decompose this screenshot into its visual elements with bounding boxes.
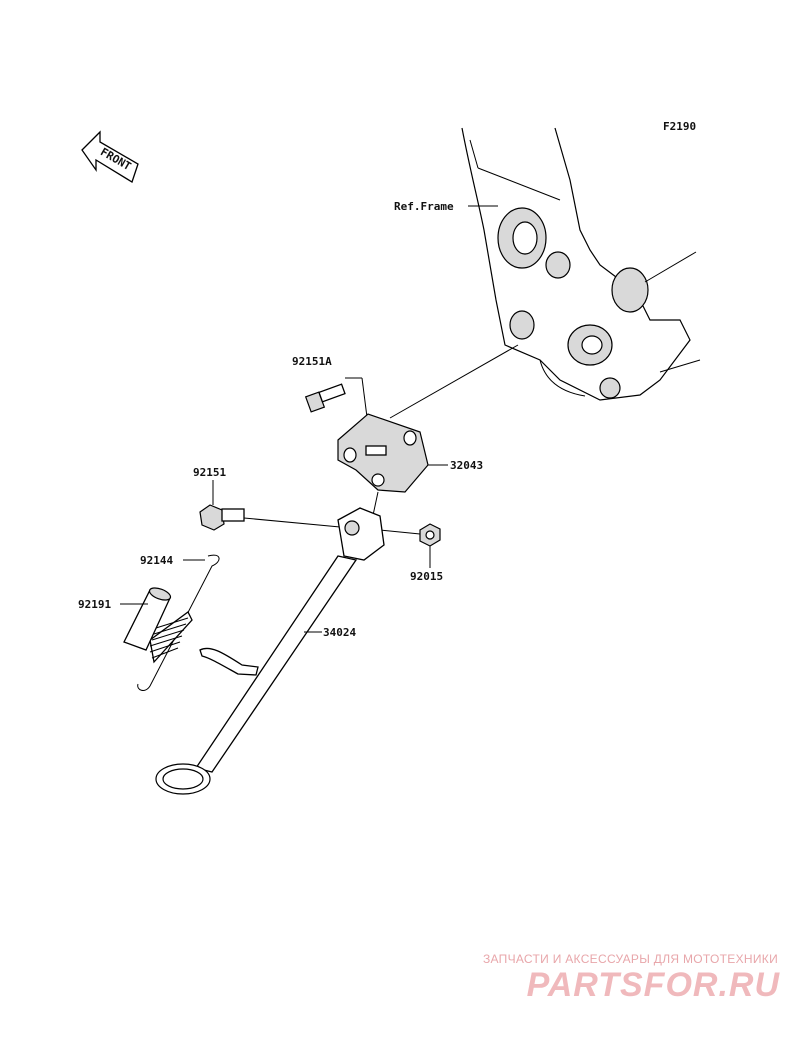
frame-ref-label: Ref.Frame (394, 200, 454, 213)
figure-code: F2190 (663, 120, 696, 133)
bolt-92151 (199, 504, 245, 531)
label-92144: 92144 (140, 554, 173, 567)
front-arrow-icon: FRONT (81, 130, 139, 183)
label-92151: 92151 (193, 466, 226, 479)
label-92015: 92015 (410, 570, 443, 583)
side-stand-34024 (155, 507, 385, 795)
collar-92191 (123, 587, 172, 651)
label-92191: 92191 (78, 598, 111, 611)
watermark-tagline: ЗАПЧАСТИ И АКСЕССУАРЫ ДЛЯ МОТОТЕХНИКИ (482, 952, 778, 966)
bracket-32043 (337, 413, 429, 493)
label-92151a: 92151A (292, 355, 332, 368)
bolt-92151a (304, 383, 346, 413)
watermark-logo: PARTSFOR.RU (526, 966, 780, 1004)
spring-92144 (137, 554, 220, 691)
frame-drawing (461, 127, 701, 401)
label-34024: 34024 (323, 626, 356, 639)
nut-92015 (419, 523, 441, 547)
label-32043: 32043 (450, 459, 483, 472)
